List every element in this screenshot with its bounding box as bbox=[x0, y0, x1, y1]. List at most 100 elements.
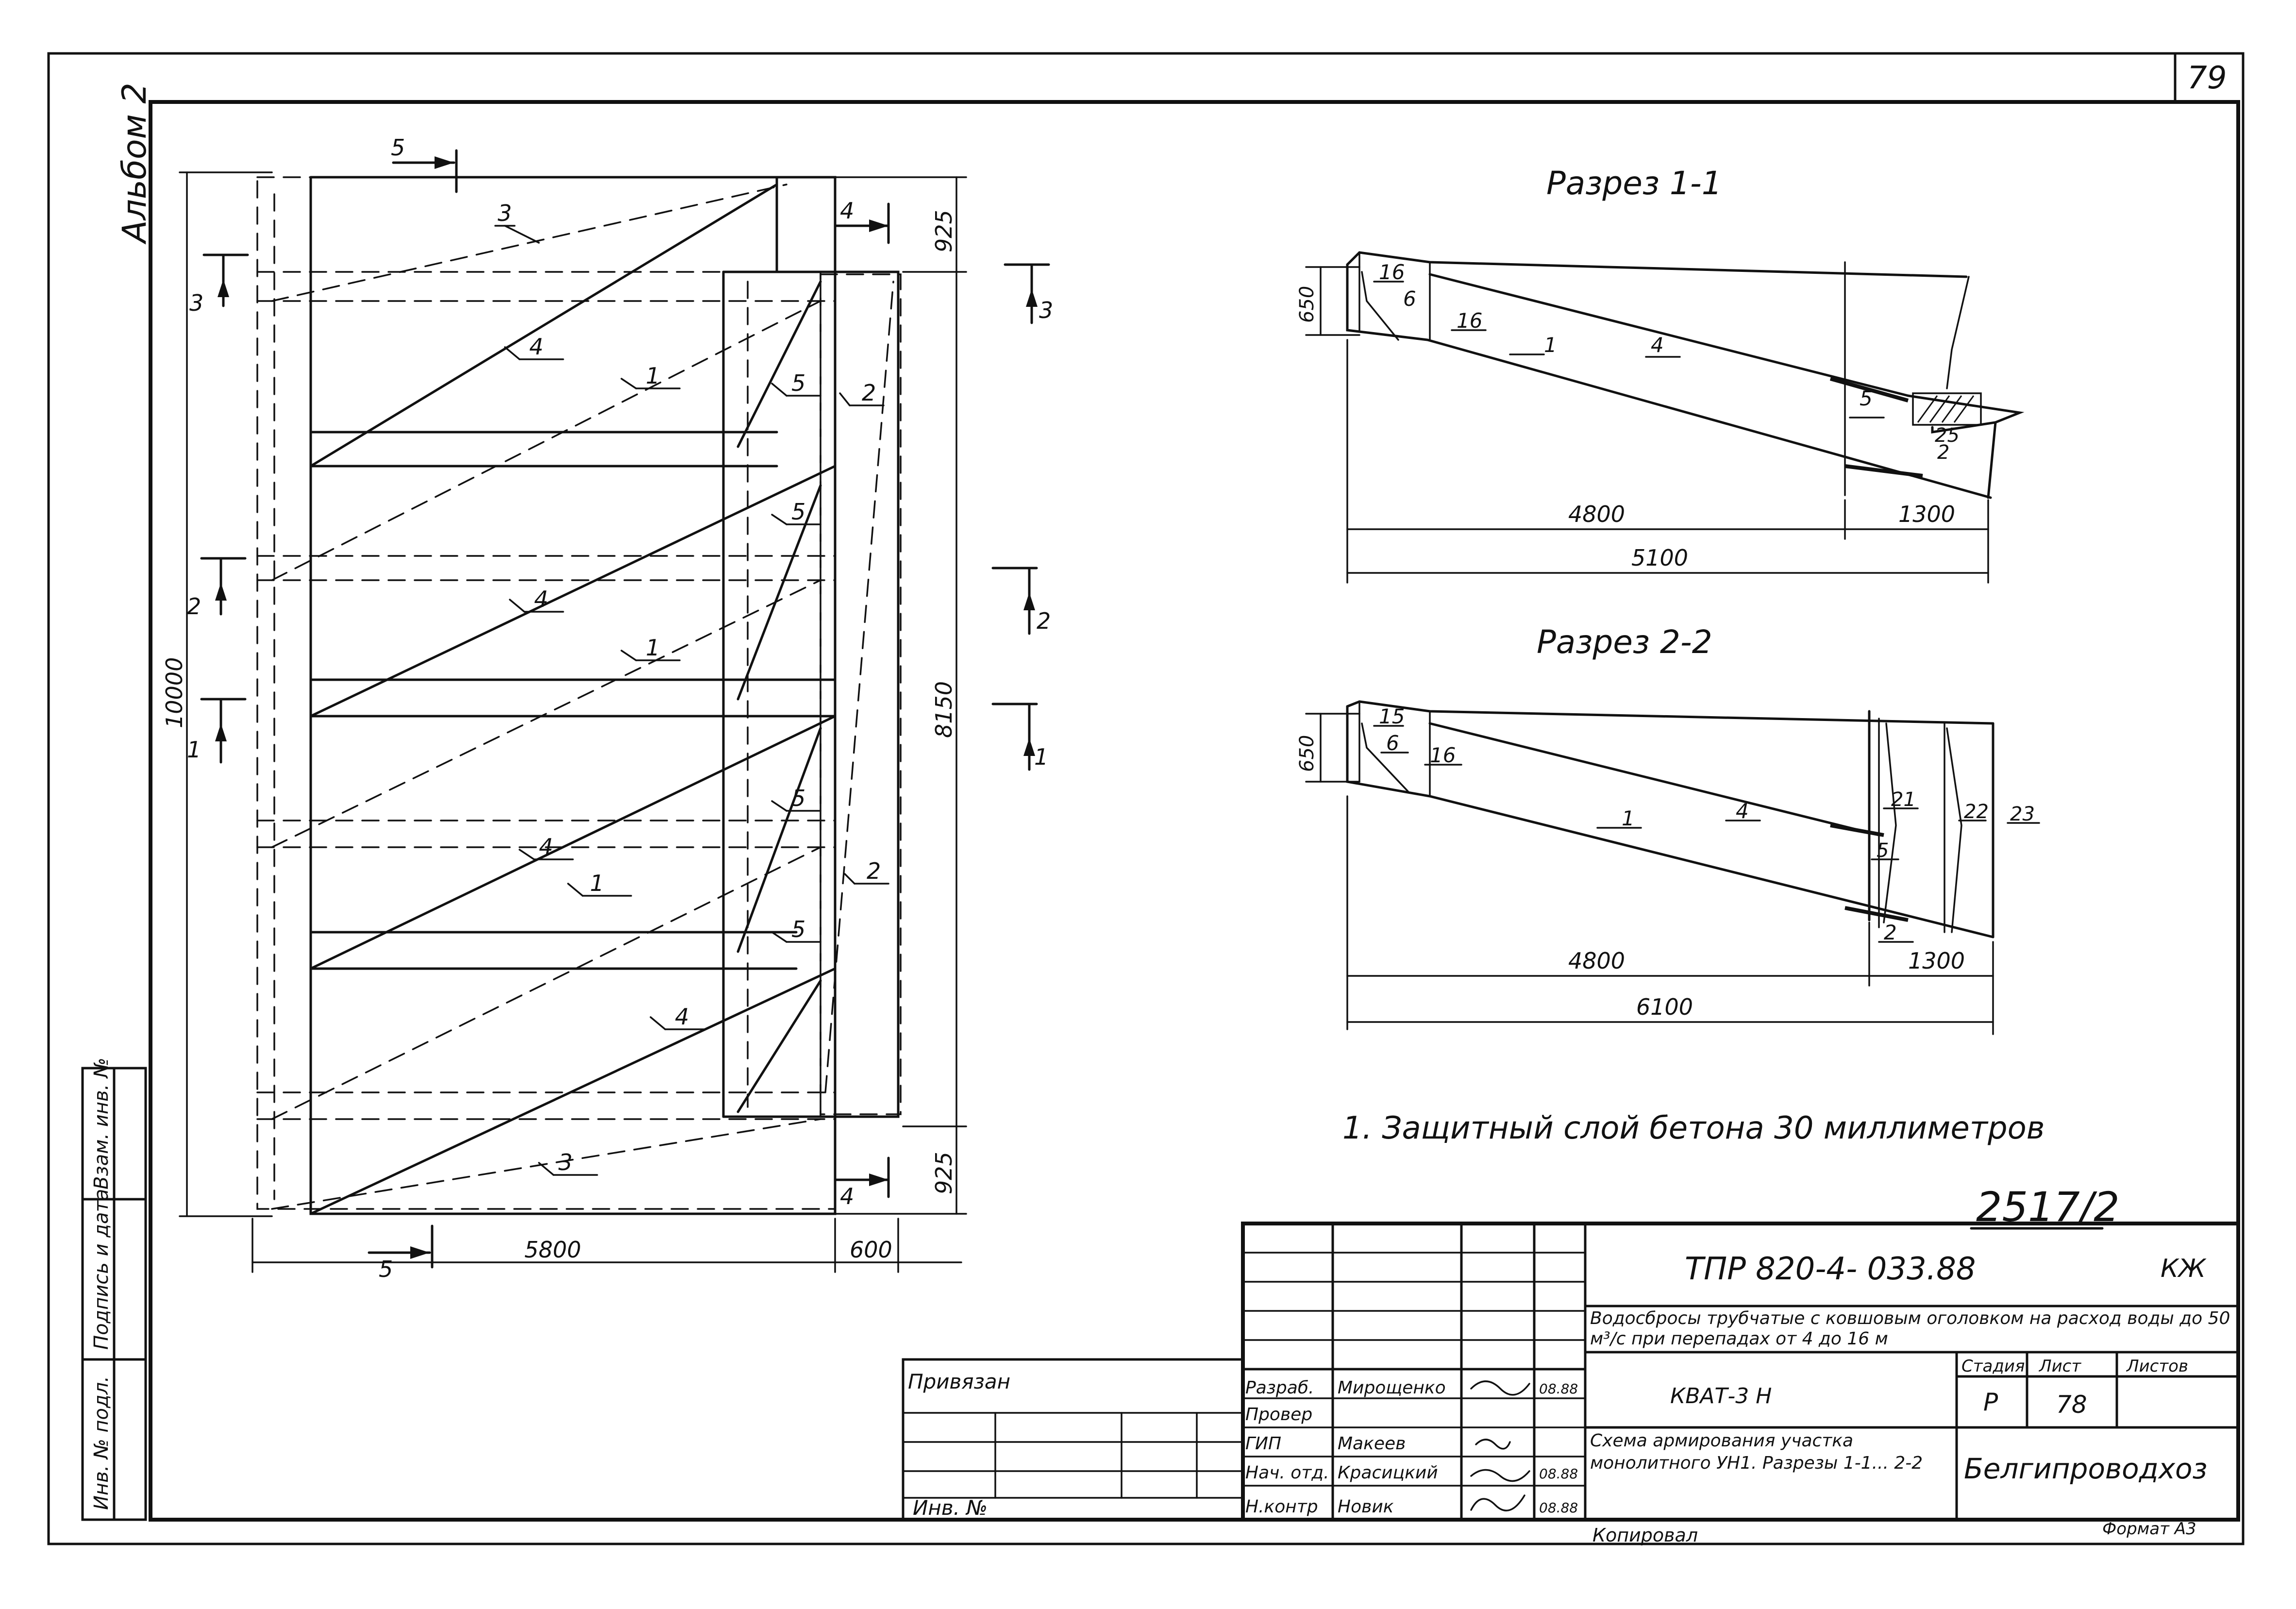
svg-text:16: 16 bbox=[1457, 309, 1482, 333]
signature-marks bbox=[1470, 1380, 1530, 1511]
general-note: 1. Защитный слой бетона 30 миллиметров bbox=[1342, 1110, 2045, 1146]
plan-rebar-labels: 3 4 1 5 2 4 1 5 4 1 5 2 5 4 bbox=[494, 200, 889, 1176]
svg-text:23: 23 bbox=[2010, 803, 2035, 825]
svg-text:1: 1 bbox=[590, 870, 604, 896]
sheet-number: 78 bbox=[2056, 1391, 2087, 1419]
svg-text:Мирощенко: Мирощенко bbox=[1338, 1378, 1446, 1398]
svg-text:5: 5 bbox=[791, 916, 805, 942]
svg-text:5: 5 bbox=[1877, 839, 1889, 862]
svg-text:4: 4 bbox=[840, 198, 854, 224]
svg-text:2: 2 bbox=[1037, 608, 1051, 634]
svg-text:Макеев: Макеев bbox=[1338, 1434, 1406, 1454]
svg-text:6: 6 bbox=[1386, 731, 1399, 755]
svg-text:22: 22 bbox=[1964, 801, 1989, 823]
svg-text:650: 650 bbox=[1296, 286, 1318, 323]
svg-text:5: 5 bbox=[379, 1256, 393, 1282]
svg-text:Взам. инв. №: Взам. инв. № bbox=[90, 1057, 113, 1190]
svg-text:Разраб.: Разраб. bbox=[1245, 1378, 1314, 1398]
svg-text:Нач. отд.: Нач. отд. bbox=[1245, 1463, 1329, 1483]
svg-text:600: 600 bbox=[850, 1237, 892, 1263]
svg-text:16: 16 bbox=[1430, 743, 1456, 767]
svg-text:4: 4 bbox=[539, 834, 553, 860]
svg-text:1: 1 bbox=[1034, 744, 1048, 770]
svg-text:4: 4 bbox=[1736, 799, 1749, 823]
svg-text:3: 3 bbox=[189, 290, 203, 316]
svg-text:15: 15 bbox=[1379, 704, 1405, 728]
svg-text:5: 5 bbox=[791, 785, 805, 811]
svg-text:10000: 10000 bbox=[161, 657, 187, 728]
svg-text:08.88: 08.88 bbox=[1539, 1381, 1578, 1397]
svg-text:1300: 1300 bbox=[1898, 501, 1955, 527]
sheet-name: Схема армирования участка монолитного УН… bbox=[1590, 1431, 1923, 1473]
svg-text:5800: 5800 bbox=[524, 1237, 581, 1263]
svg-text:4: 4 bbox=[1651, 333, 1664, 357]
format-label: Формат А3 bbox=[2102, 1519, 2196, 1539]
svg-text:1: 1 bbox=[1622, 806, 1635, 830]
svg-text:5: 5 bbox=[1860, 386, 1873, 410]
svg-text:5: 5 bbox=[391, 134, 405, 161]
svg-text:925: 925 bbox=[931, 210, 957, 252]
svg-text:Новик: Новик bbox=[1338, 1497, 1394, 1517]
svg-text:ГИП: ГИП bbox=[1245, 1434, 1281, 1454]
svg-text:1: 1 bbox=[646, 635, 660, 661]
svg-text:4800: 4800 bbox=[1568, 501, 1625, 527]
svg-text:4: 4 bbox=[840, 1183, 854, 1209]
svg-text:4: 4 bbox=[529, 334, 543, 360]
svg-text:16: 16 bbox=[1379, 260, 1405, 284]
svg-text:5: 5 bbox=[791, 370, 805, 396]
sheet-label: Лист bbox=[2038, 1357, 2081, 1376]
svg-text:2: 2 bbox=[1884, 921, 1897, 944]
svg-text:6: 6 bbox=[1403, 287, 1416, 311]
svg-text:Н.контр: Н.контр bbox=[1245, 1497, 1318, 1517]
svg-text:1: 1 bbox=[187, 737, 201, 763]
bound-label: Привязан bbox=[908, 1370, 1010, 1393]
svg-text:8150: 8150 bbox=[931, 681, 957, 738]
copied-label: Копировал bbox=[1592, 1525, 1698, 1546]
plan-section-marks: 5 5 4 4 3 2 1 bbox=[187, 134, 1053, 1282]
svg-text:2: 2 bbox=[187, 593, 201, 620]
section-1-title: Разрез 1-1 bbox=[1546, 165, 1722, 202]
svg-text:1: 1 bbox=[646, 363, 660, 389]
svg-text:650: 650 bbox=[1296, 735, 1318, 772]
svg-text:25: 25 bbox=[1935, 424, 1960, 447]
plan-dimensions: 10000 8150 925 925 5800 600 bbox=[161, 171, 967, 1273]
svg-text:Провер: Провер bbox=[1245, 1405, 1312, 1425]
svg-text:3: 3 bbox=[1039, 297, 1053, 323]
svg-text:1: 1 bbox=[1544, 333, 1557, 357]
svg-text:4: 4 bbox=[534, 586, 548, 612]
svg-text:2: 2 bbox=[862, 380, 876, 406]
svg-text:08.88: 08.88 bbox=[1539, 1500, 1578, 1516]
stage-label: Стадия bbox=[1961, 1357, 2025, 1376]
svg-text:Красицкий: Красицкий bbox=[1338, 1463, 1438, 1483]
page-number: 79 bbox=[2187, 60, 2227, 96]
side-stamp: Инв. № подл. Подпись и дата Взам. инв. № bbox=[81, 1057, 147, 1521]
svg-text:08.88: 08.88 bbox=[1539, 1466, 1578, 1482]
album-label: Альбом 2 bbox=[116, 83, 154, 245]
svg-text:6100: 6100 bbox=[1636, 994, 1693, 1020]
svg-text:21: 21 bbox=[1891, 788, 1916, 811]
svg-text:4800: 4800 bbox=[1568, 948, 1625, 974]
svg-text:5: 5 bbox=[791, 499, 805, 525]
svg-text:Подпись и дата: Подпись и дата bbox=[90, 1189, 113, 1350]
project-name: Водосбросы трубчатые с ковшовым оголовко… bbox=[1590, 1308, 2230, 1349]
svg-text:3: 3 bbox=[498, 200, 512, 226]
svg-text:2: 2 bbox=[867, 858, 881, 884]
organization: Белгипроводхоз bbox=[1964, 1452, 2207, 1485]
sheets-label: Листов bbox=[2126, 1357, 2188, 1376]
svg-text:2: 2 bbox=[1937, 441, 1949, 464]
title-block: Привязан Инв. № Разраб. Мирощенко 08.88 … bbox=[902, 1222, 2240, 1522]
section-1-1: Разрез 1-1 650 4800 1300 5100 16 bbox=[1296, 165, 2025, 584]
doc-mark: КЖ bbox=[2161, 1254, 2207, 1283]
svg-text:3: 3 bbox=[558, 1149, 572, 1175]
doc-code: ТПР 820-4- 033.88 bbox=[1685, 1251, 1976, 1287]
svg-text:925: 925 bbox=[931, 1152, 957, 1194]
svg-text:4: 4 bbox=[675, 1004, 689, 1030]
svg-text:5100: 5100 bbox=[1631, 545, 1688, 571]
stage-value: Р bbox=[1983, 1388, 1998, 1416]
section-2-title: Разрез 2-2 bbox=[1537, 623, 1712, 661]
object-name: КВАТ-3 Н bbox=[1670, 1384, 1772, 1408]
plan-view: 3 4 1 5 2 4 1 5 4 1 5 2 5 4 bbox=[161, 134, 1053, 1282]
svg-text:1300: 1300 bbox=[1908, 948, 1965, 974]
inv-label: Инв. № bbox=[913, 1496, 988, 1520]
